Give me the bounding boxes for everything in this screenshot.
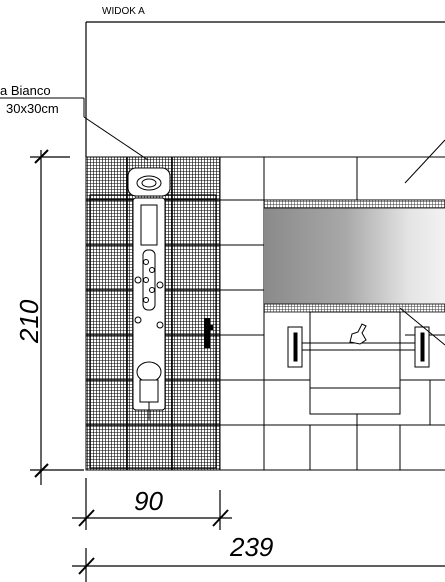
tile-label-line1: a Bianco xyxy=(0,83,51,98)
view-title: WIDOK A xyxy=(102,6,145,17)
tile-label-line2: 30x30cm xyxy=(6,101,59,116)
washbasin xyxy=(287,311,430,415)
shower-width-dimension-label: 90 xyxy=(134,486,163,516)
door-handle xyxy=(204,318,213,348)
total-width-dimension-line xyxy=(72,548,445,582)
shower-column xyxy=(127,167,171,420)
shower-width-dimension-line xyxy=(72,478,232,530)
mirror xyxy=(263,199,445,313)
wall-outline xyxy=(85,21,445,157)
total-width-dimension-label: 239 xyxy=(229,532,273,562)
height-dimension-label: 210 xyxy=(14,299,44,344)
height-dimension-line xyxy=(30,149,84,485)
leader-lines xyxy=(0,97,445,346)
